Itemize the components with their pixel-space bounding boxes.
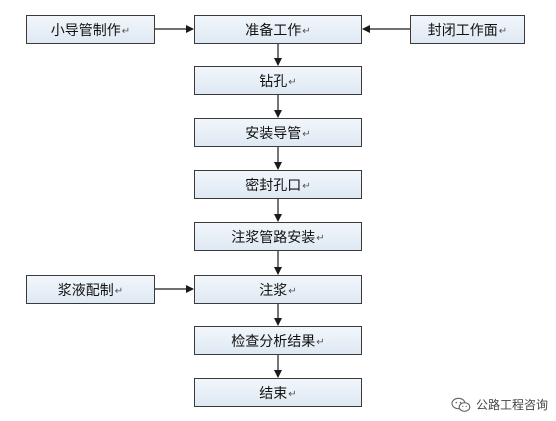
return-mark: ↵ bbox=[316, 337, 325, 348]
node-small-conduit-label: 小导管制作 bbox=[50, 22, 121, 39]
node-pipe-install-label: 注浆管路安装 bbox=[231, 229, 316, 246]
return-mark: ↵ bbox=[288, 77, 297, 88]
node-seal-hole: 密封孔口↵ bbox=[194, 170, 362, 199]
node-seal-face-label: 封闭工作面 bbox=[427, 22, 498, 39]
node-install-conduit: 安装导管↵ bbox=[194, 118, 362, 147]
return-mark: ↵ bbox=[498, 26, 508, 37]
node-prepare: 准备工作↵ bbox=[194, 15, 362, 44]
watermark-text: 公路工程咨询 bbox=[475, 398, 548, 412]
node-seal-hole-label: 密封孔口 bbox=[245, 177, 302, 194]
node-install-conduit-label: 安装导管 bbox=[245, 125, 302, 142]
return-mark: ↵ bbox=[316, 233, 325, 244]
node-inspect-label: 检查分析结果 bbox=[231, 333, 316, 350]
return-mark: ↵ bbox=[302, 26, 311, 37]
wechat-icon bbox=[451, 397, 471, 412]
node-small-conduit: 小导管制作↵ bbox=[26, 15, 155, 44]
return-mark: ↵ bbox=[121, 26, 131, 37]
node-slurry-mix: 浆液配制↵ bbox=[26, 275, 155, 304]
node-seal-face: 封闭工作面↵ bbox=[410, 15, 525, 44]
node-end-label: 结束 bbox=[259, 385, 288, 402]
node-grouting-label: 注浆 bbox=[259, 282, 288, 299]
return-mark: ↵ bbox=[302, 129, 311, 140]
return-mark: ↵ bbox=[288, 389, 297, 400]
node-pipe-install: 注浆管路安装↵ bbox=[194, 222, 362, 251]
node-end: 结束↵ bbox=[194, 378, 362, 407]
node-drill-label: 钻孔 bbox=[259, 73, 288, 90]
node-prepare-label: 准备工作 bbox=[245, 22, 302, 39]
node-drill: 钻孔↵ bbox=[194, 66, 362, 95]
return-mark: ↵ bbox=[114, 286, 124, 297]
node-grouting: 注浆↵ bbox=[194, 275, 362, 304]
return-mark: ↵ bbox=[288, 286, 297, 297]
watermark: 公路工程咨询 bbox=[451, 396, 548, 413]
node-inspect: 检查分析结果↵ bbox=[194, 326, 362, 355]
return-mark: ↵ bbox=[302, 181, 311, 192]
node-slurry-mix-label: 浆液配制 bbox=[57, 282, 114, 299]
